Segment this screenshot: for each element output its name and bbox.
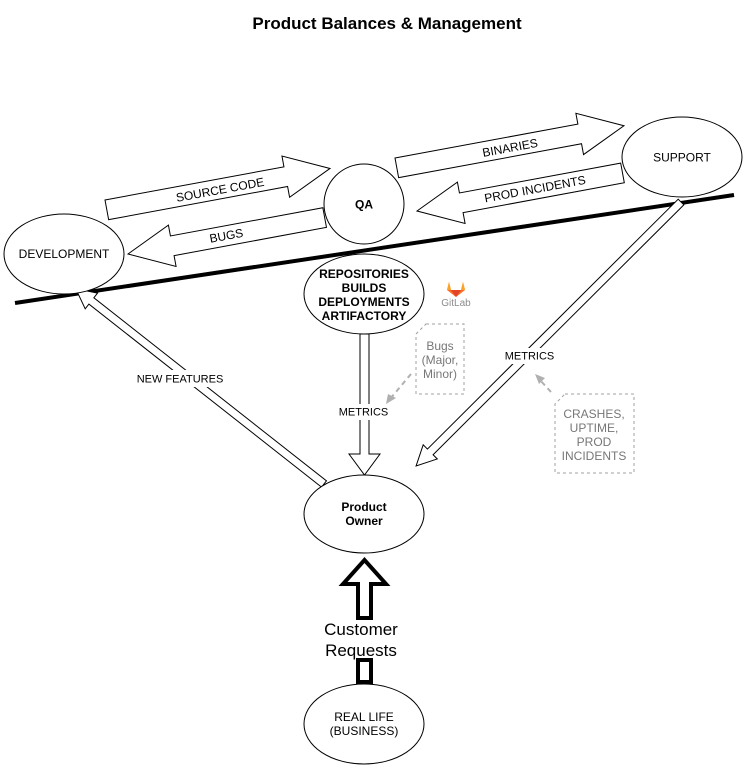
crashes-note-line4: INCIDENTS [562,449,627,463]
crashes-note: CRASHES, UPTIME, PROD INCIDENTS [554,393,635,474]
qa-label: QA [355,198,373,212]
new-features-label: NEW FEATURES [137,374,224,386]
customer-requests-line2: Requests [325,641,397,660]
bugs-note-line1: Bugs [426,339,453,353]
product-owner-line1: Product [341,500,386,514]
qa-node: QA [323,163,405,245]
crashes-note-line3: PROD [577,435,612,449]
bugs-arrow: BUGS [126,207,328,268]
crashes-note-line1: CRASHES, [563,407,624,421]
crashes-note-line2: UPTIME, [570,421,619,435]
binaries-arrow: BINARIES [394,112,626,179]
bugs-note-line3: Minor) [423,367,457,381]
metrics-center-label-bg [337,404,390,420]
bugs-note-line2: (Major, [422,353,459,367]
prod-incidents-label: PROD INCIDENTS [483,173,587,205]
product-owner-line2: Owner [345,514,383,528]
real-life-node: REAL LIFE (BUSINESS) [303,683,425,765]
bugs-label: BUGS [208,226,244,246]
builds-label: BUILDS [342,281,387,295]
support-label: SUPPORT [653,151,711,165]
repositories-label: REPOSITORIES [319,267,409,281]
real-life-line2: (BUSINESS) [330,724,399,738]
real-life-line1: REAL LIFE [334,710,394,724]
support-node: SUPPORT [621,116,743,198]
development-node: DEVELOPMENT [3,213,125,295]
development-label: DEVELOPMENT [19,247,110,261]
metrics-right-label-bg [503,348,556,364]
gitlab-logo-text: GitLab [441,298,471,309]
new-features-label-bg [136,370,224,387]
product-owner-node: Product Owner [303,474,425,554]
deployments-label: DEPLOYMENTS [318,295,409,309]
diagram-title: Product Balances & Management [252,14,522,33]
metrics-right-arrow [415,198,685,467]
artifactory-label: ARTIFACTORY [322,309,407,323]
customer-requests-line1: Customer [324,620,398,639]
metrics-center-label: METRICS [339,407,389,419]
metrics-right-label: METRICS [505,351,555,363]
gitlab-icon: GitLab [441,282,471,309]
bugs-note-connector [386,373,412,404]
crashes-note-connector [535,374,552,393]
divider-line [14,193,735,305]
bugs-note: Bugs (Major, Minor) [415,323,465,395]
customer-requests-arrow [338,557,391,684]
repositories-node: REPOSITORIES BUILDS DEPLOYMENTS ARTIFACT… [303,253,425,335]
